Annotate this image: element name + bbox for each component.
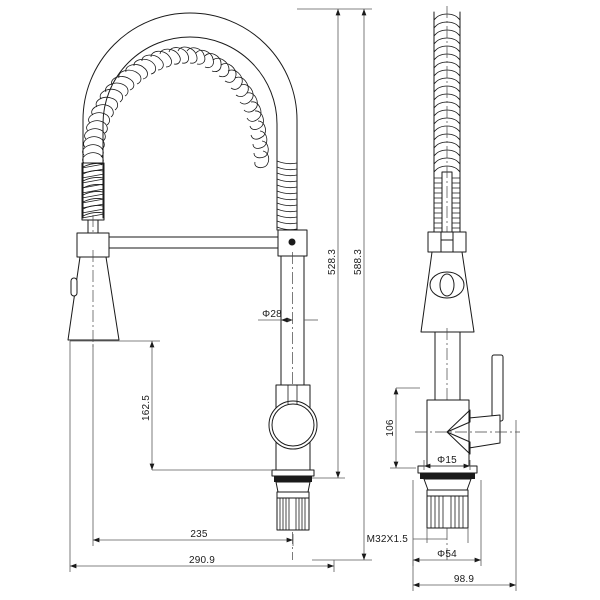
dim-spout-height: 528.3 bbox=[327, 249, 338, 275]
side-elevation-view: 106 Φ15 M32X1.5 Φ54 98.9 bbox=[367, 6, 520, 591]
dim-thread-spec: M32X1.5 bbox=[367, 534, 409, 545]
dim-body-diameter: Φ15 bbox=[437, 455, 457, 466]
coil-turns bbox=[82, 46, 298, 231]
thread-hatch bbox=[279, 498, 306, 530]
valve-housing bbox=[268, 384, 318, 471]
dim-side-width: 98.9 bbox=[454, 574, 475, 585]
base-mounting-assembly bbox=[271, 469, 315, 531]
dim-overall-depth: 290.9 bbox=[189, 555, 215, 566]
dimension-lines-side-view bbox=[390, 387, 517, 591]
side-spray-head-cone bbox=[420, 251, 475, 333]
front-elevation-view: 528.3 588.3 162.5 235 290.9 Φ28 bbox=[67, 8, 372, 572]
dim-flange-diameter: Φ54 bbox=[437, 549, 457, 560]
lever-handle-block[interactable] bbox=[468, 414, 501, 449]
spring-hose-coil bbox=[81, 12, 298, 231]
side-spray-head-collar bbox=[427, 231, 467, 253]
side-mixer-body bbox=[415, 354, 520, 467]
lever-handle-stem[interactable] bbox=[491, 354, 504, 422]
spray-head-collar bbox=[76, 232, 110, 258]
spout-top-collar bbox=[277, 229, 308, 257]
dim-overall-height: 588.3 bbox=[353, 249, 364, 275]
dimension-lines-front-view bbox=[69, 8, 372, 572]
base-gasket bbox=[274, 476, 312, 482]
side-thread-hatch bbox=[430, 496, 464, 528]
coil-tight-stack-left bbox=[81, 163, 105, 219]
dim-handle-height: 106 bbox=[385, 419, 396, 437]
dim-drop-height: 162.5 bbox=[141, 395, 152, 421]
side-spring-hose bbox=[433, 6, 461, 260]
handle-lever-circle-inner bbox=[271, 403, 315, 447]
side-button-inner[interactable] bbox=[439, 273, 455, 297]
spray-head-cone bbox=[67, 250, 120, 348]
spout-pivot-dot bbox=[288, 238, 296, 246]
spout-arm bbox=[108, 236, 292, 249]
side-base-mounting-assembly bbox=[417, 465, 478, 529]
spray-mode-button[interactable] bbox=[70, 277, 78, 297]
dim-spout-reach: 235 bbox=[190, 529, 208, 540]
dim-tube-diameter: Φ28 bbox=[262, 309, 282, 320]
